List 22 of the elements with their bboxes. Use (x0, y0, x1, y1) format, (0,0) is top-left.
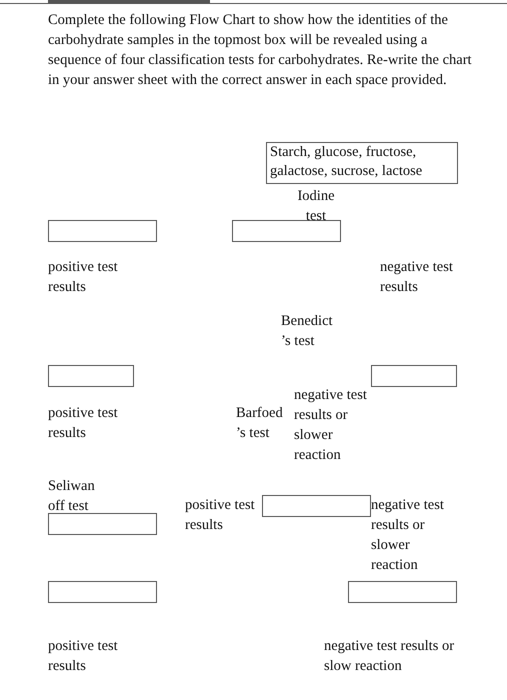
answer-box (48, 365, 134, 387)
flow-label: Barfoed ’s test (236, 404, 284, 443)
answer-box (48, 581, 157, 603)
answer-box (262, 495, 371, 517)
flow-label: positive test results (48, 258, 119, 297)
flow-label: negative test results or slower reaction (294, 386, 368, 465)
answer-box (48, 513, 157, 535)
answer-box (48, 220, 157, 242)
answer-box (348, 581, 457, 603)
flow-label: negative test results (380, 258, 454, 297)
flow-label: positive test results (185, 496, 256, 535)
instruction-text: Complete the following Flow Chart to show how the identities of the carbohydrate samples in the topmost box will be revealed using a sequence of four classification tests for carbohydrates. Re-write the chart in your answer sheet with the correct answer in each space provided. (48, 11, 473, 90)
flow-label: negative test results or slow reaction (324, 637, 456, 676)
answer-box (232, 220, 341, 242)
flow-label: negative test results or slower reaction (371, 496, 445, 575)
flow-label: Seliwan off test (48, 477, 96, 516)
flow-label: positive test results (48, 637, 119, 676)
answer-box (371, 365, 457, 387)
flow-label: positive test results (48, 404, 119, 443)
sample-box: Starch, glucose, fructose, galactose, sucrose, lactose (266, 142, 458, 184)
flow-label: Iodine test (296, 187, 336, 226)
flow-label: Benedict ’s test (281, 312, 334, 351)
